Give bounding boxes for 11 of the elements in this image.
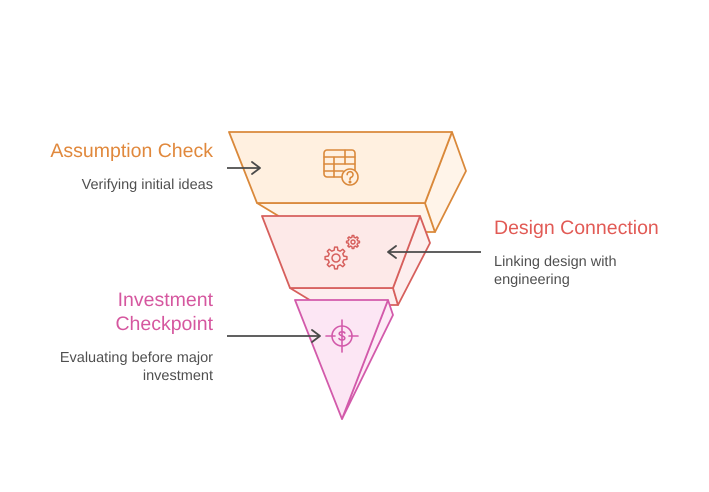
step-description: Evaluating before major investment <box>58 349 213 385</box>
arrow <box>387 245 481 259</box>
step-description: Linking design with engineering <box>494 253 618 289</box>
arrow <box>227 329 321 343</box>
funnel-layer <box>261 215 431 306</box>
funnel-tip <box>294 299 394 420</box>
step-title: Assumption Check <box>50 139 213 163</box>
step-title: Investment Checkpoint <box>114 288 213 336</box>
step-description: Verifying initial ideas <box>82 176 213 194</box>
arrow <box>227 161 261 175</box>
step-title: Design Connection <box>494 216 659 240</box>
